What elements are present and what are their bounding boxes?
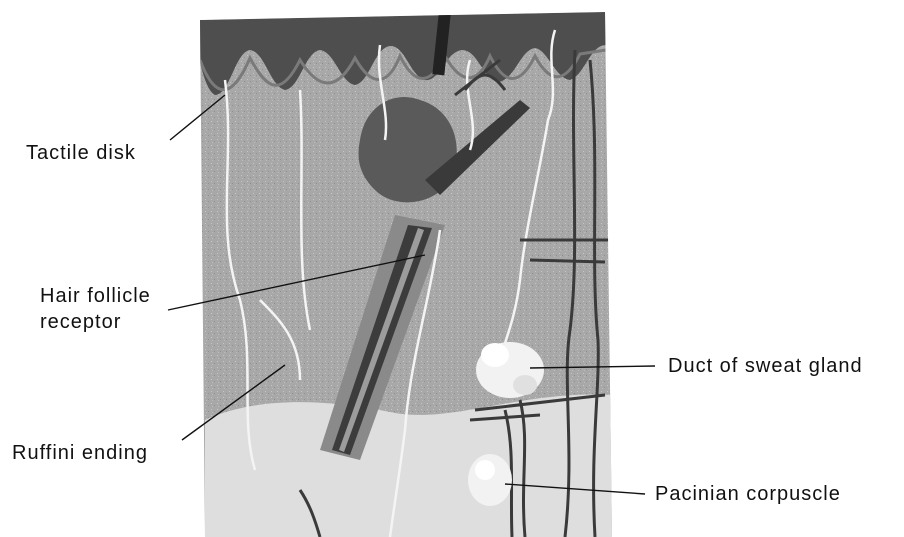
hypodermis-layer (205, 395, 612, 537)
pacinian-corpuscle-label: Pacinian corpuscle (655, 481, 841, 507)
ruffini-ending-label: Ruffini ending (12, 440, 148, 466)
skin-block (195, 0, 615, 537)
hair-follicle-label-line2: receptor (40, 309, 151, 335)
hair-follicle-receptor-label: Hair follicle receptor (40, 283, 151, 335)
pacinian-corpuscle-shape (468, 454, 512, 506)
tactile-disk-label: Tactile disk (26, 140, 136, 166)
sweat-gland-coil (476, 342, 544, 398)
duct-of-sweat-gland-label: Duct of sweat gland (668, 353, 863, 379)
hair-follicle-label-line1: Hair follicle (40, 283, 151, 309)
